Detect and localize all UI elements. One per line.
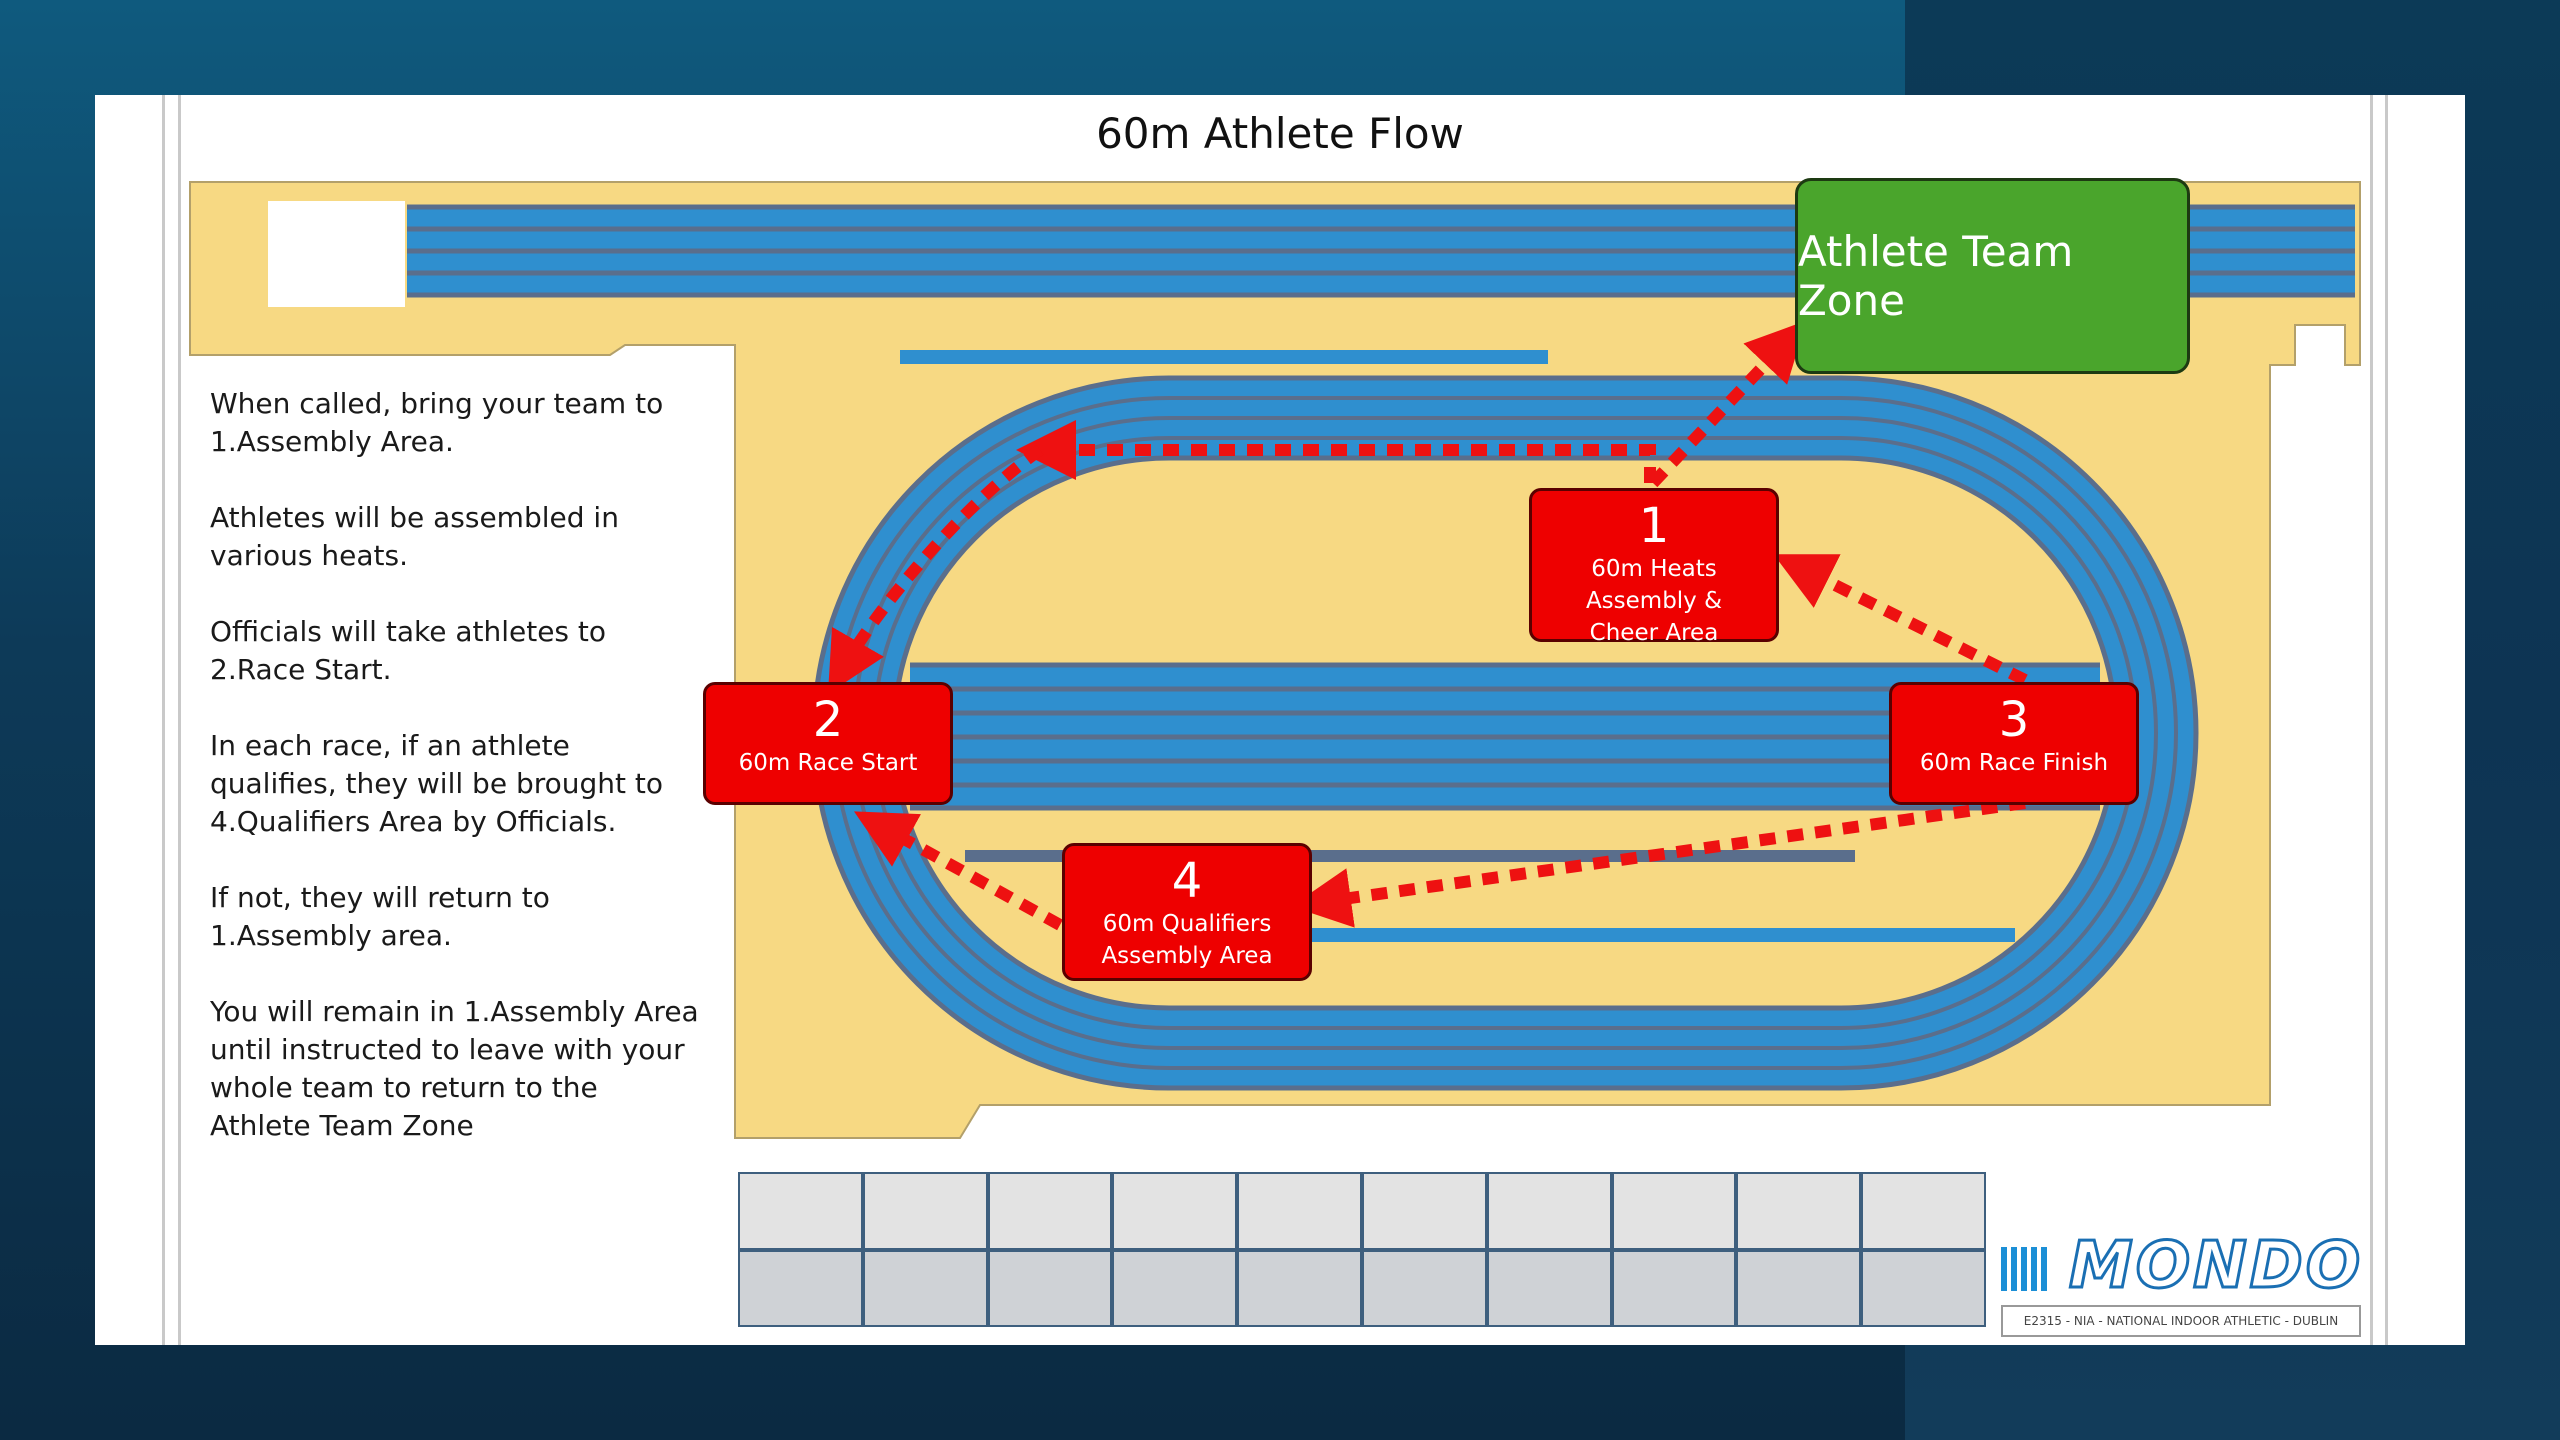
brand-name: MONDO — [2067, 1228, 2364, 1305]
station-label: 60m Heats Assembly & Cheer Area — [1585, 556, 1723, 646]
seat-cell — [738, 1249, 863, 1327]
seat-cell — [1237, 1172, 1362, 1250]
flow-arrows — [828, 320, 2028, 931]
seat-cell — [1486, 1249, 1612, 1327]
instructions: When called, bring your team to 1.Assemb… — [210, 385, 700, 1183]
divider-line — [178, 95, 181, 1345]
mondo-logo: MONDO — [2001, 1228, 2364, 1309]
station-1: 1 60m Heats Assembly & Cheer Area — [1529, 488, 1779, 646]
instruction-text: Athletes will be assembled in various he… — [210, 501, 619, 572]
arrow-to-race-start — [828, 445, 1044, 694]
divider-line — [2385, 95, 2388, 1345]
instruction-text: You will remain in 1.Assembly Area until… — [210, 995, 699, 1142]
seat-cell — [987, 1172, 1113, 1250]
divider-line — [2370, 95, 2373, 1345]
seat-cell — [1362, 1172, 1487, 1250]
station-number: 3 — [1998, 692, 2030, 748]
seat-cell — [738, 1172, 863, 1250]
station-label: 60m Race Finish — [1919, 750, 2109, 776]
station-number: 2 — [812, 692, 844, 748]
white-block — [268, 201, 405, 307]
divider-line — [162, 95, 165, 1345]
seat-cell — [1736, 1172, 1862, 1250]
station-label: 60m Qualifiers Assembly Area — [1101, 911, 1273, 969]
seat-cell — [1237, 1249, 1362, 1327]
seat-cell — [862, 1249, 988, 1327]
slide: 60m Athlete Flow — [95, 95, 2465, 1345]
instruction-text: In each race, if an athlete qualifies, t… — [210, 729, 664, 838]
arrow-finish-to-assembly — [1773, 554, 2028, 686]
seat-cell — [1611, 1172, 1737, 1250]
station-number: 4 — [1171, 853, 1203, 909]
seat-cell — [1611, 1249, 1737, 1327]
instruction-text: When called, bring your team to 1.Assemb… — [210, 387, 664, 458]
station-2: 2 60m Race Start — [703, 682, 953, 805]
instruction-text: If not, they will return to 1.Assembly a… — [210, 881, 550, 952]
athlete-team-zone: Athlete Team Zone — [1795, 178, 2190, 374]
seat-cell — [1736, 1249, 1862, 1327]
seat-cell — [1861, 1172, 1986, 1250]
arrow-finish-to-qualifiers — [1291, 797, 2026, 928]
instruction-text: Officials will take athletes to 2.Race S… — [210, 615, 607, 686]
station-3: 3 60m Race Finish — [1889, 682, 2139, 805]
seat-cell — [862, 1172, 988, 1250]
seat-cell — [1112, 1249, 1238, 1327]
arrow-assembly-to-zone — [1648, 320, 1807, 488]
arrow-qualifiers-to-start — [853, 811, 1063, 931]
runway — [900, 350, 1548, 364]
footnote: E2315 - NIA - NATIONAL INDOOR ATHLETIC -… — [2001, 1305, 2361, 1337]
logo-bars — [2001, 1247, 2057, 1291]
arrow-assembly-to-curve — [1016, 420, 1656, 483]
station-label: 60m Race Start — [738, 750, 918, 776]
slide-title: 60m Athlete Flow — [1096, 109, 1464, 158]
seating-grid — [738, 1172, 1986, 1327]
station-4: 4 60m Qualifiers Assembly Area — [1062, 843, 1312, 981]
seat-cell — [1861, 1249, 1986, 1327]
seat-cell — [1112, 1172, 1238, 1250]
inner-bar — [1295, 928, 2015, 942]
seat-cell — [1362, 1249, 1487, 1327]
seat-cell — [987, 1249, 1113, 1327]
station-number: 1 — [1638, 498, 1670, 554]
seat-cell — [1486, 1172, 1612, 1250]
